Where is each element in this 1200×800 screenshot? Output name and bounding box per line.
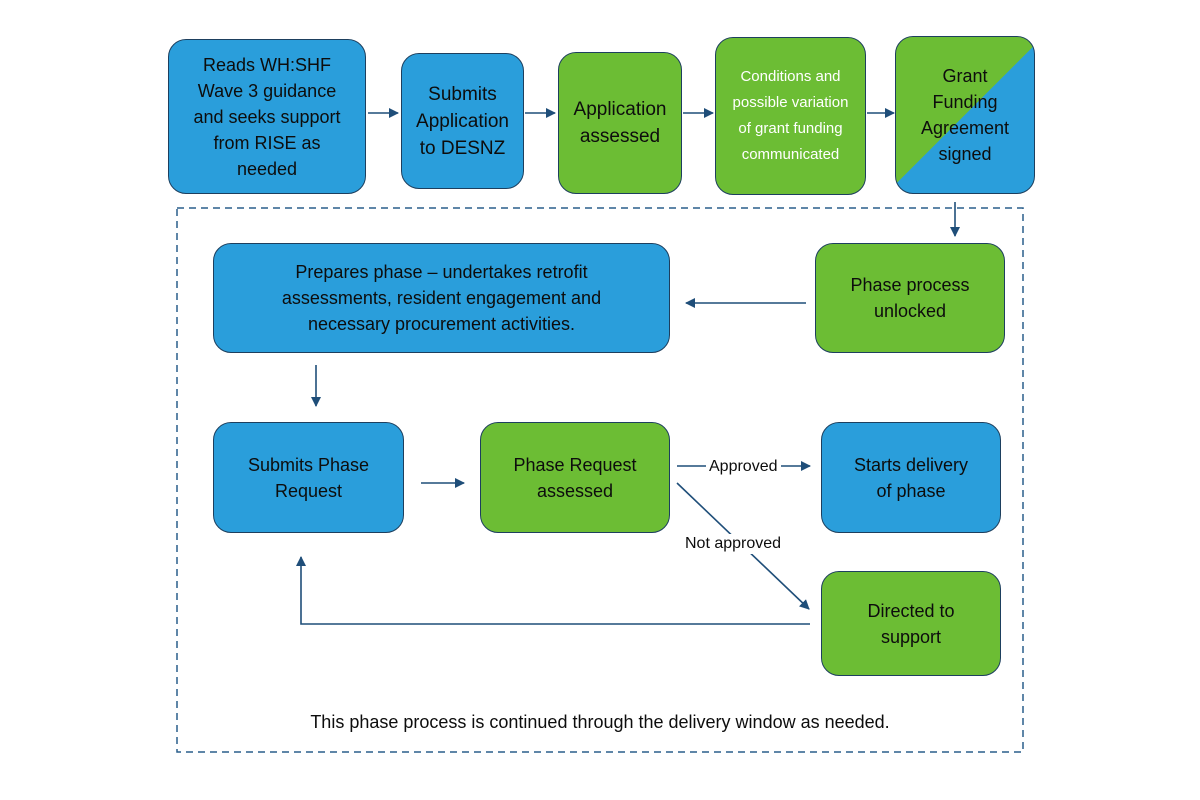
edge-label-not-approved: Not approved — [682, 534, 785, 554]
node-application-assessed: Application assessed — [558, 52, 682, 194]
node-phase-unlocked: Phase process unlocked — [815, 243, 1005, 353]
node-gfa-signed-label: Grant Funding Agreement signed — [920, 66, 1010, 164]
arrow-support-loop-back — [296, 556, 810, 625]
node-conditions-communicated-label: Conditions and possible variation of gra… — [732, 68, 849, 163]
node-submits-phase-request-label: Submits Phase Request — [247, 454, 370, 501]
node-submits-phase-request: Submits Phase Request — [213, 422, 404, 533]
node-submits-application-label: Submits Application to DESNZ — [416, 83, 509, 159]
node-gfa-signed: Grant Funding Agreement signed — [895, 36, 1035, 194]
node-phase-unlocked-label: Phase process unlocked — [850, 275, 970, 321]
node-starts-delivery: Starts delivery of phase — [821, 422, 1001, 533]
phase-process-boundary — [176, 207, 1024, 753]
node-prepares-phase-label: Prepares phase – undertakes retrofit ass… — [281, 262, 602, 334]
edge-label-approved: Approved — [706, 457, 781, 477]
node-reads-guidance: Reads WH:SHF Wave 3 guidance and seeks s… — [168, 39, 366, 194]
node-directed-support: Directed to support — [821, 571, 1001, 676]
node-reads-guidance-label: Reads WH:SHF Wave 3 guidance and seeks s… — [193, 54, 341, 179]
node-phase-request-assessed-label: Phase Request assessed — [513, 454, 637, 501]
node-prepares-phase: Prepares phase – undertakes retrofit ass… — [213, 243, 670, 353]
node-directed-support-label: Directed to support — [867, 600, 955, 647]
diagram-footnote: This phase process is continued through … — [310, 712, 890, 732]
node-conditions-communicated: Conditions and possible variation of gra… — [715, 37, 866, 195]
node-submits-application: Submits Application to DESNZ — [401, 53, 524, 189]
node-starts-delivery-label: Starts delivery of phase — [853, 454, 969, 501]
node-application-assessed-label: Application assessed — [573, 99, 667, 147]
node-phase-request-assessed: Phase Request assessed — [480, 422, 670, 533]
